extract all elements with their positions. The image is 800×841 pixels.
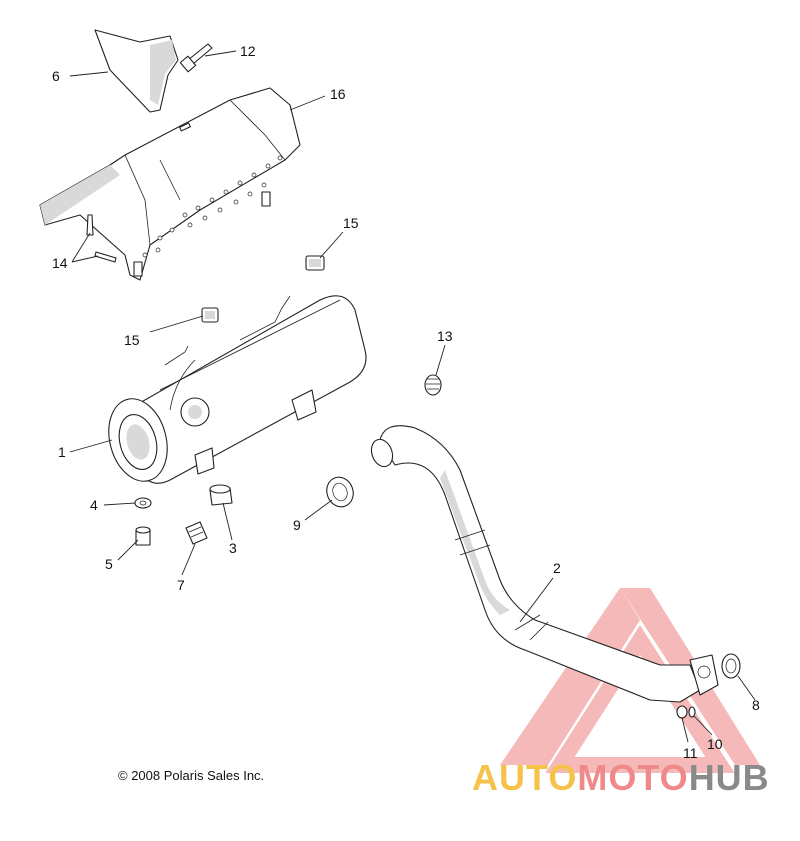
- part-6-bracket: [94, 29, 179, 113]
- part-1-muffler: [108, 295, 367, 484]
- part-10-washer: [688, 706, 696, 718]
- part-14-screws: [86, 214, 117, 263]
- part-15-grommet-b: [201, 307, 219, 323]
- watermark-text: AUTOMOTOHUB: [472, 757, 770, 799]
- watermark-auto: AUTO: [472, 757, 578, 798]
- callout-13: 13: [437, 328, 453, 344]
- watermark-moto: MOTO: [577, 757, 689, 798]
- part-4-washer: [134, 497, 152, 509]
- part-12-screw: [179, 43, 213, 73]
- callout-15b: 15: [124, 332, 140, 348]
- part-13-spring: [424, 374, 442, 396]
- callout-9: 9: [293, 517, 301, 533]
- callout-11: 11: [683, 745, 698, 761]
- callout-2: 2: [553, 560, 561, 576]
- callout-16: 16: [330, 86, 346, 102]
- part-8-gasket: [721, 653, 741, 679]
- part-2-head-pipe: [370, 425, 719, 703]
- part-15-grommet-a: [305, 255, 325, 271]
- callout-6: 6: [52, 68, 60, 84]
- callout-14: 14: [52, 255, 68, 271]
- callout-15a: 15: [343, 215, 359, 231]
- copyright-text: © 2008 Polaris Sales Inc.: [118, 768, 265, 783]
- callout-7: 7: [177, 577, 185, 593]
- callout-5: 5: [105, 556, 113, 572]
- callout-4: 4: [90, 497, 98, 513]
- callout-3: 3: [229, 540, 237, 556]
- leader-lines: [69, 50, 756, 743]
- watermark-hub: HUB: [688, 757, 770, 798]
- callout-8: 8: [752, 697, 760, 713]
- part-3-grommet: [209, 484, 233, 506]
- part-9-gasket: [326, 476, 354, 508]
- callout-10: 10: [707, 736, 723, 752]
- part-11-nut: [676, 705, 688, 719]
- callout-12: 12: [240, 43, 256, 59]
- part-5-plug: [135, 526, 151, 546]
- part-7-spring: [185, 521, 208, 545]
- callout-labels: 6 12 16 14 15 15 13 1 4 5 7 3 9 2 8 10 1…: [52, 43, 760, 761]
- part-16-heat-shield: [39, 87, 301, 281]
- callout-1: 1: [58, 444, 66, 460]
- heat-shield-holes: [142, 155, 283, 258]
